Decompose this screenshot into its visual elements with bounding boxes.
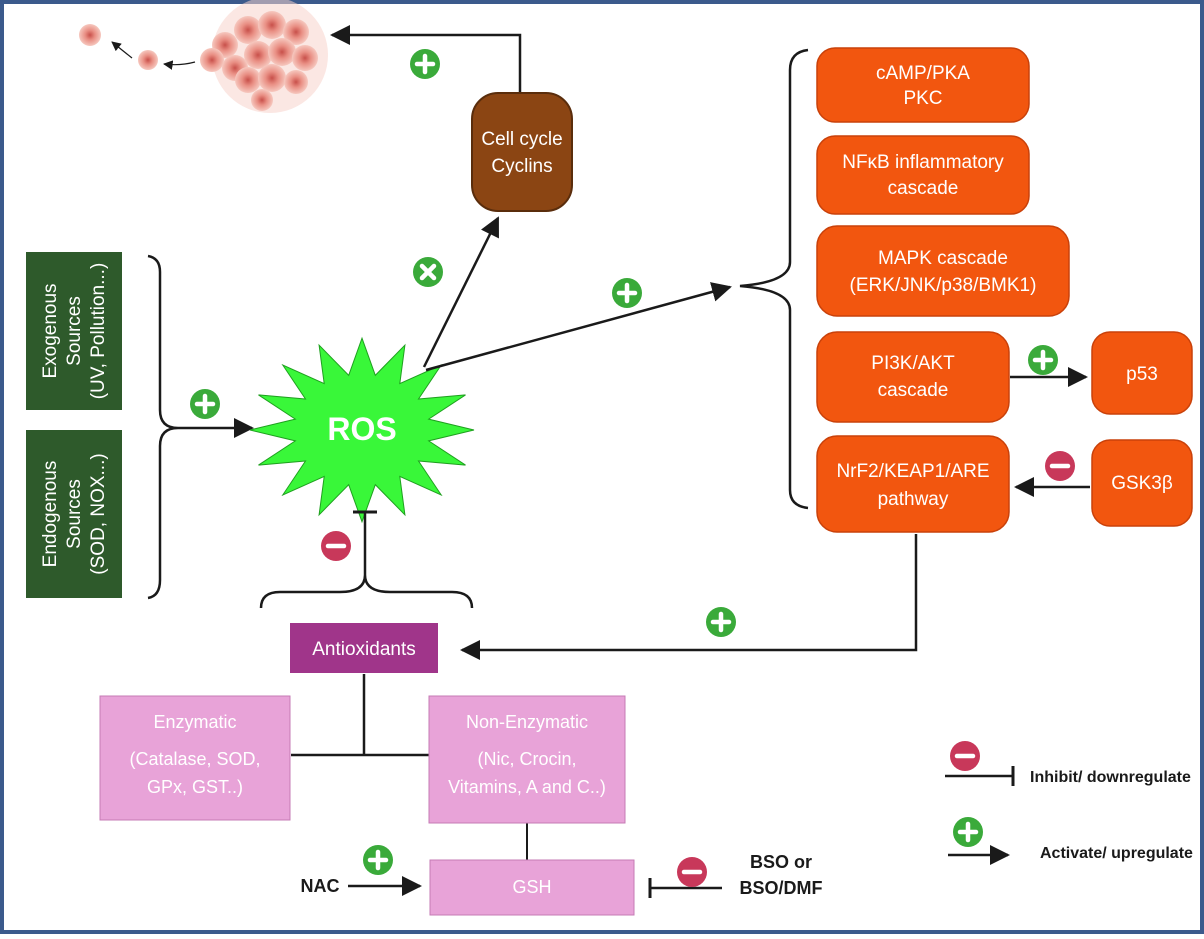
legend-inhibit-label: Inhibit/ downregulate [1030, 769, 1191, 786]
pathway-nfkb-line1: NFκB inflammatory [842, 152, 1004, 173]
plus-icon-sources-to-ros [190, 389, 220, 419]
cell-cycle-box: Cell cycle Cyclins [471, 92, 573, 212]
legend-plus-icon [953, 817, 983, 847]
non-enzymatic-line1: Non-Enzymatic [466, 712, 588, 732]
pathway-box-nrf2: NrF2/KEAP1/ARE pathway [816, 435, 1010, 533]
pathway-mapk-line2: (ERK/JNK/p38/BMK1) [850, 275, 1037, 296]
enzymatic-line1: Enzymatic [153, 712, 236, 732]
arrow-cellcycle-to-cells [330, 25, 522, 92]
arrow-ros-to-pathways [425, 282, 732, 372]
pathway-box-camp: cAMP/PKA PKC [816, 47, 1030, 123]
endogenous-line2: Sources [64, 479, 85, 549]
pathway-pi3k-line2: cascade [878, 380, 949, 401]
pathway-box-pi3k: PI3K/AKT cascade [816, 331, 1010, 423]
endogenous-line3: (SOD, NOX...) [88, 453, 109, 574]
exogenous-line3: (UV, Pollution...) [88, 263, 109, 400]
ros-starburst: ROS [249, 336, 475, 524]
antioxidants-label: Antioxidants [312, 639, 416, 660]
endogenous-line1: Endogenous [40, 461, 61, 568]
pathway-nfkb-line2: cascade [888, 178, 959, 199]
pathway-camp-line2: PKC [903, 88, 942, 109]
pathway-nrf2-line1: NrF2/KEAP1/ARE [836, 461, 989, 482]
pathway-pi3k-line1: PI3K/AKT [871, 353, 955, 374]
cell-cycle-line1: Cell cycle [481, 129, 562, 150]
enzymatic-line3: GPx, GST..) [147, 777, 243, 797]
cell-cycle-line2: Cyclins [491, 156, 552, 177]
cross-icon-cell-cycle [413, 257, 443, 287]
arrow-nrf2-to-antioxidants [460, 534, 918, 660]
bso-line2: BSO/DMF [740, 878, 823, 898]
legend-minus-icon [950, 741, 980, 771]
pathway-camp-line1: cAMP/PKA [876, 63, 970, 84]
plus-icon-nac [363, 845, 393, 875]
exogenous-sources-box: Exogenous Sources (UV, Pollution...) [26, 252, 122, 410]
p53-label: p53 [1126, 364, 1158, 385]
legend: Inhibit/ downregulate Activate/ upregula… [945, 766, 1193, 865]
p53-box: p53 [1091, 331, 1193, 415]
plus-icon-ros-to-pathways [612, 278, 642, 308]
pathway-box-mapk: MAPK cascade (ERK/JNK/p38/BMK1) [816, 225, 1070, 317]
sources-brace [147, 254, 179, 600]
arrow-ros-to-cellcycle [422, 216, 500, 368]
gsh-label: GSH [512, 877, 551, 897]
non-enzymatic-line2: (Nic, Crocin, [477, 749, 576, 769]
non-enzymatic-box: Non-Enzymatic (Nic, Crocin, Vitamins, A … [428, 695, 626, 824]
plus-icon-pi3k-to-p53 [1028, 345, 1058, 375]
ros-label: ROS [327, 411, 396, 447]
tumor-cell-cluster-icon [79, 0, 328, 113]
gsk3b-box: GSK3β [1091, 439, 1193, 527]
endogenous-sources-box: Endogenous Sources (SOD, NOX...) [26, 430, 122, 598]
nac-label: NAC [301, 876, 340, 896]
plus-icon-nrf2-to-antioxidants [706, 607, 736, 637]
non-enzymatic-line3: Vitamins, A and C..) [448, 777, 606, 797]
plus-icon-cell-proliferation [410, 49, 440, 79]
exogenous-line1: Exogenous [40, 283, 61, 378]
bso-line1: BSO or [750, 852, 812, 872]
pathway-nrf2-line2: pathway [878, 489, 949, 510]
pathways-brace [739, 48, 809, 510]
antioxidants-brace [259, 574, 474, 609]
pathway-box-nfkb: NFκB inflammatory cascade [816, 135, 1030, 215]
exogenous-line2: Sources [64, 296, 85, 366]
gsh-box: GSH [429, 859, 635, 916]
antioxidants-box: Antioxidants [290, 623, 438, 673]
minus-icon-gsk3b [1045, 451, 1075, 481]
minus-icon-antioxidants-ros [321, 531, 351, 561]
minus-icon-bso [677, 857, 707, 887]
pathway-mapk-line1: MAPK cascade [878, 248, 1008, 269]
gsk3b-label: GSK3β [1111, 473, 1173, 494]
enzymatic-line2: (Catalase, SOD, [129, 749, 260, 769]
legend-activate-label: Activate/ upregulate [1040, 845, 1193, 862]
enzymatic-box: Enzymatic (Catalase, SOD, GPx, GST..) [99, 695, 291, 821]
